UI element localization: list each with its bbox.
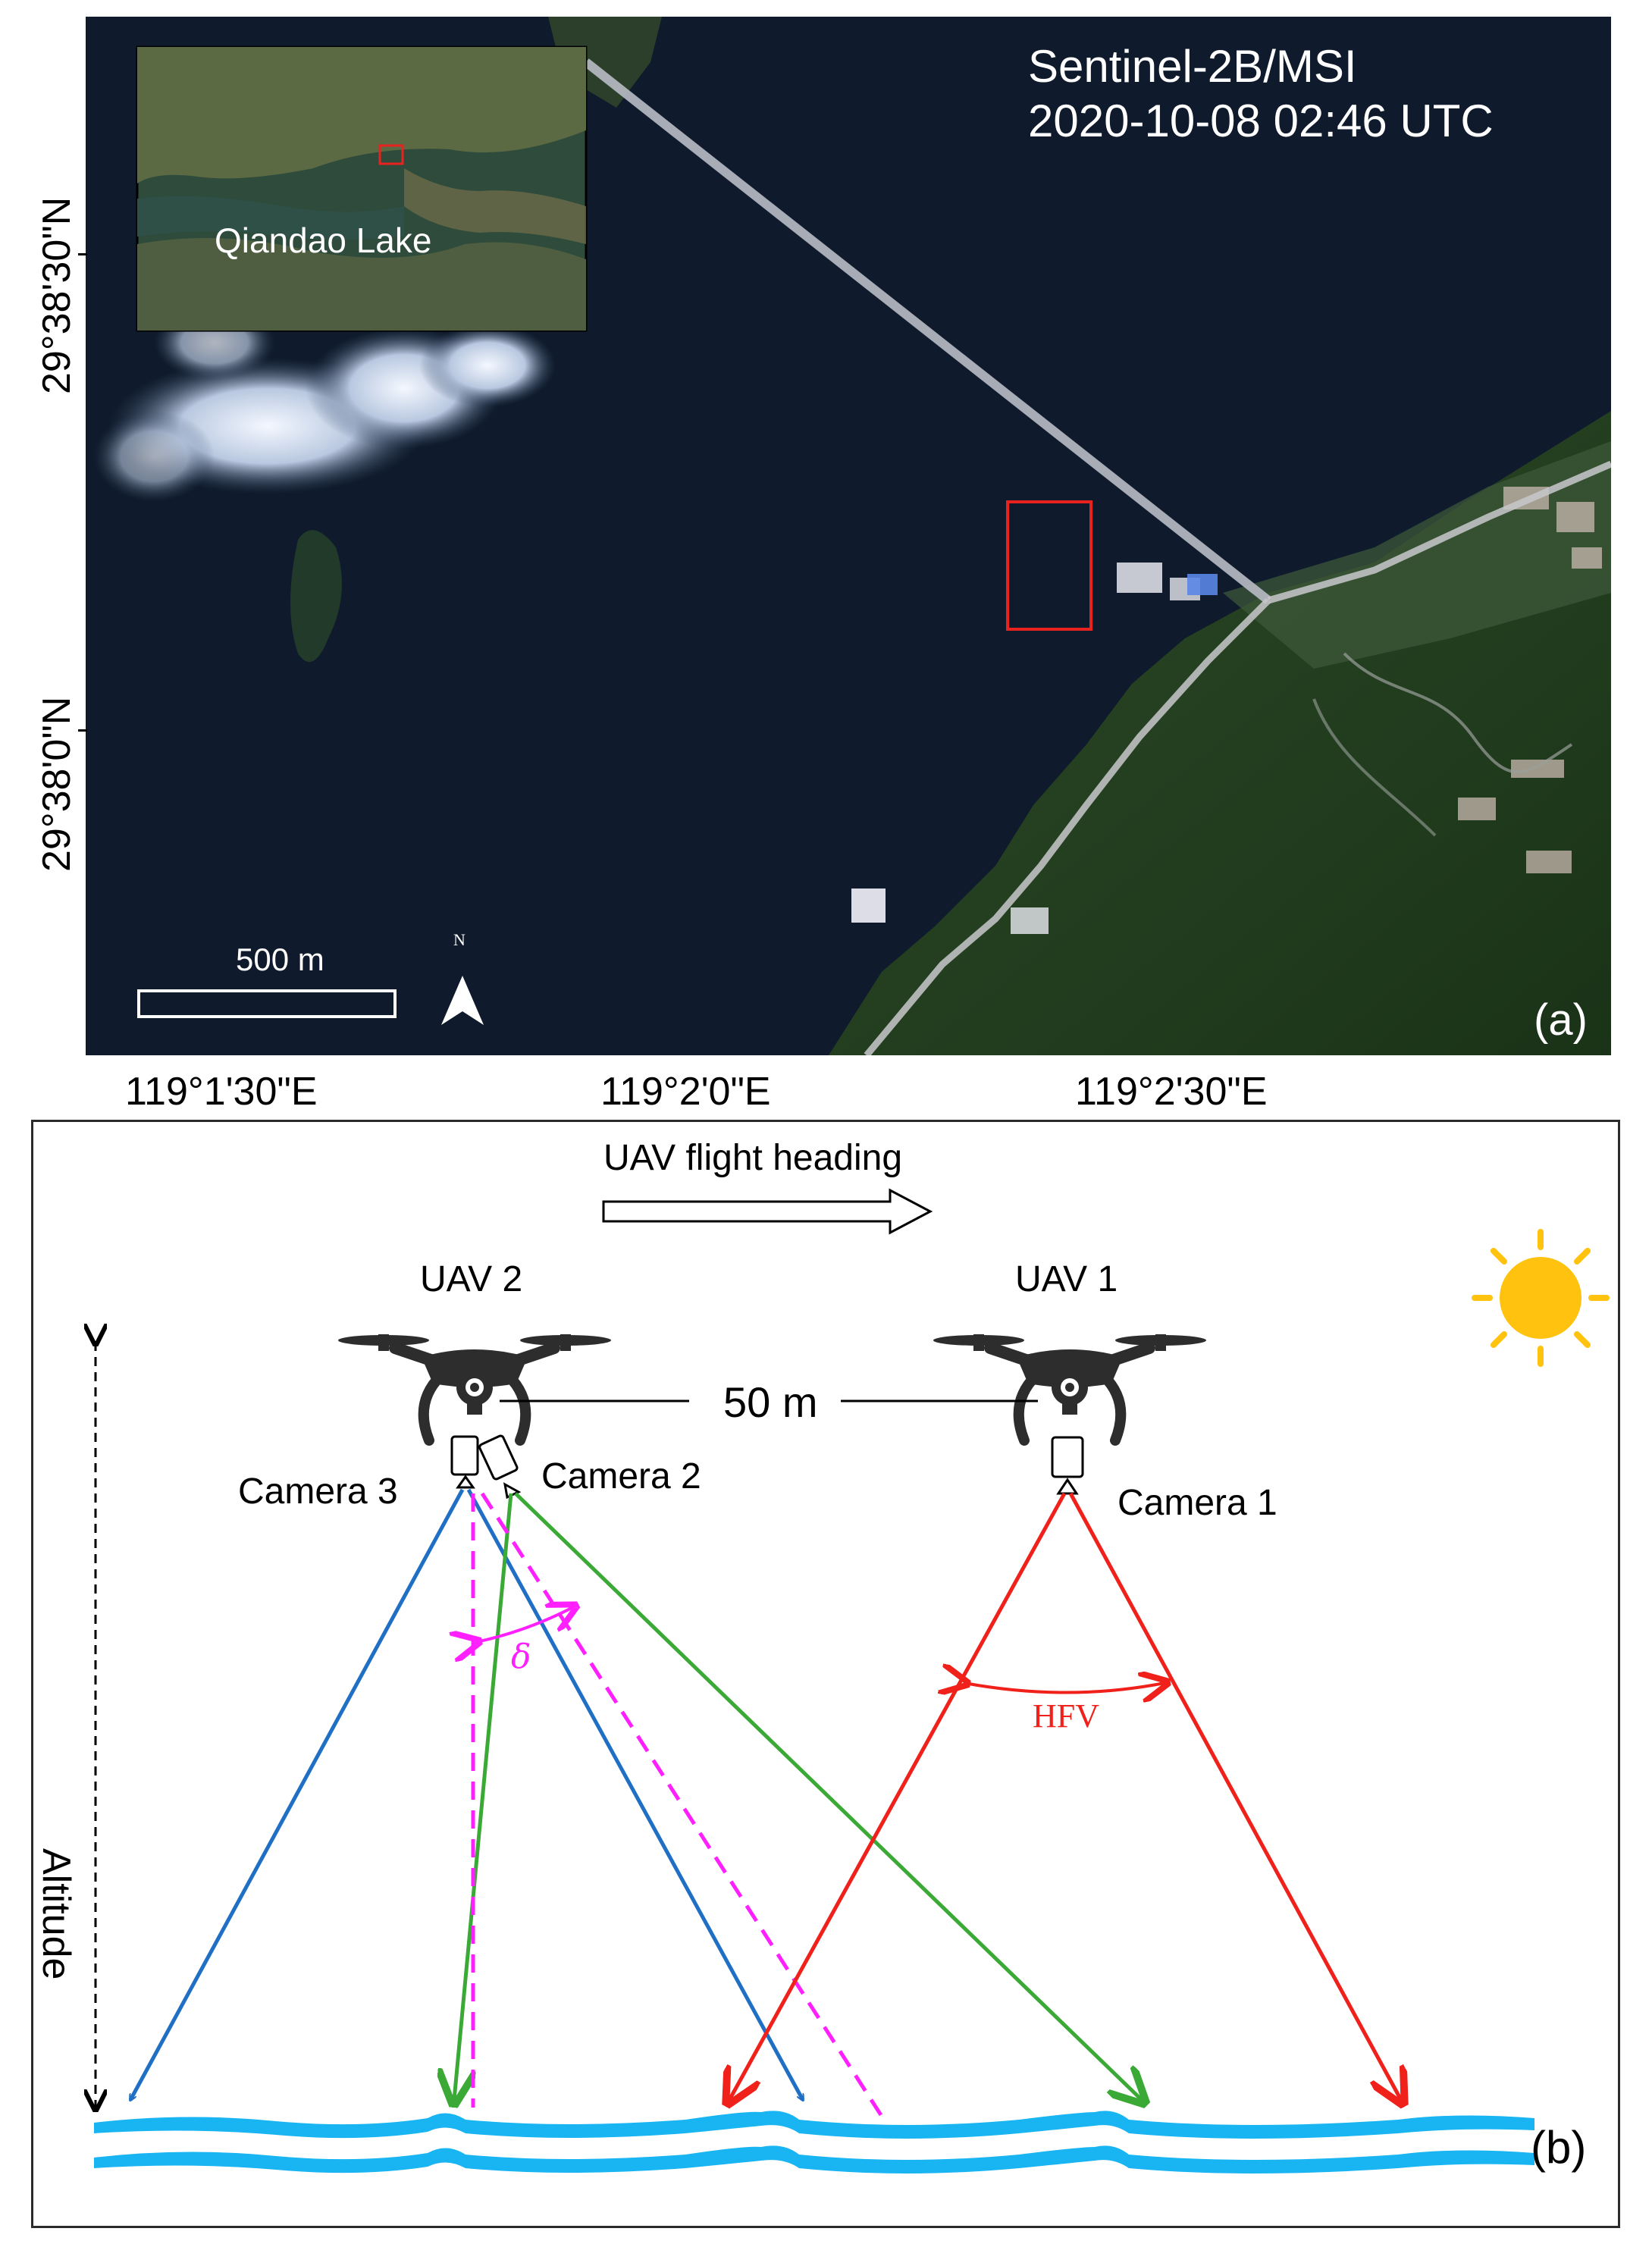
lat-label-1: 29°38'30"N <box>35 196 79 394</box>
camera2-icon <box>478 1434 519 1481</box>
satellite-image <box>86 17 1611 1055</box>
bridge <box>583 58 1271 604</box>
uav-setup-diagram: UAV flight heading UAV 2 UAV 1 50 m Came… <box>31 1120 1620 2228</box>
lat-tick <box>78 729 87 732</box>
heading-label: UAV flight heading <box>603 1138 903 1178</box>
camera2-ray <box>454 1493 513 2100</box>
uav-diagram-graphics <box>33 1188 1610 2173</box>
camera2-ray <box>514 1492 1142 2100</box>
study-area-box <box>1006 500 1092 631</box>
camera3-ray <box>128 1488 465 2100</box>
sensor-label: Sentinel-2B/MSI <box>1028 41 1357 92</box>
shore-road <box>864 597 1271 1055</box>
land-top <box>548 17 662 108</box>
camera1-icon <box>1051 1436 1084 1478</box>
island <box>290 530 342 663</box>
camera3-label: Camera 3 <box>238 1471 398 1512</box>
hfv-label: HFV <box>1033 1697 1100 1735</box>
inset-study-box <box>378 144 404 165</box>
uav2-drone-icon <box>338 1334 611 1440</box>
datetime-label: 2020-10-08 02:46 UTC <box>1028 96 1494 146</box>
water-surface <box>94 2111 1534 2173</box>
lon-label-2: 119°2'0"E <box>600 1070 771 1114</box>
lat-label-2: 29°38'0"N <box>35 696 79 872</box>
uav2-label: UAV 2 <box>420 1259 523 1299</box>
lon-label-3: 119°2'30"E <box>1075 1070 1268 1114</box>
sun-icon <box>1472 1229 1610 1367</box>
satellite-map: Sentinel-2B/MSI 2020-10-08 02:46 UTC Qia… <box>86 17 1611 1055</box>
delta-label: δ <box>511 1638 531 1676</box>
camera2-label: Camera 2 <box>541 1456 701 1497</box>
camera1-label: Camera 1 <box>1118 1483 1277 1523</box>
lat-tick <box>78 253 87 255</box>
camera1-ray <box>729 1492 1067 2100</box>
lon-label-1: 119°1'30"E <box>125 1070 318 1114</box>
hfv-angle-arc <box>964 1683 1165 1693</box>
panel-b-tag: (b) <box>1531 2122 1587 2173</box>
altitude-label: Altitude <box>33 1842 79 1986</box>
north-label: N <box>453 930 466 949</box>
north-arrow-icon <box>441 976 484 1025</box>
camera2-axis-line <box>480 1492 883 2117</box>
heading-arrow-icon <box>602 1188 933 1235</box>
distance-label: 50 m <box>723 1378 818 1426</box>
inset-label: Qiandao Lake <box>215 221 432 260</box>
camera3-icon <box>450 1435 479 1476</box>
delta-angle-arc <box>476 1607 573 1642</box>
inset-map <box>136 45 588 332</box>
camera1-ray <box>1068 1492 1401 2100</box>
scale-bar <box>137 989 397 1018</box>
scale-bar-label: 500 m <box>236 942 324 977</box>
camera3-ray <box>466 1488 805 2100</box>
uav1-drone-icon <box>933 1334 1206 1440</box>
uav1-label: UAV 1 <box>1015 1259 1118 1299</box>
panel-a-tag: (a) <box>1534 995 1588 1045</box>
